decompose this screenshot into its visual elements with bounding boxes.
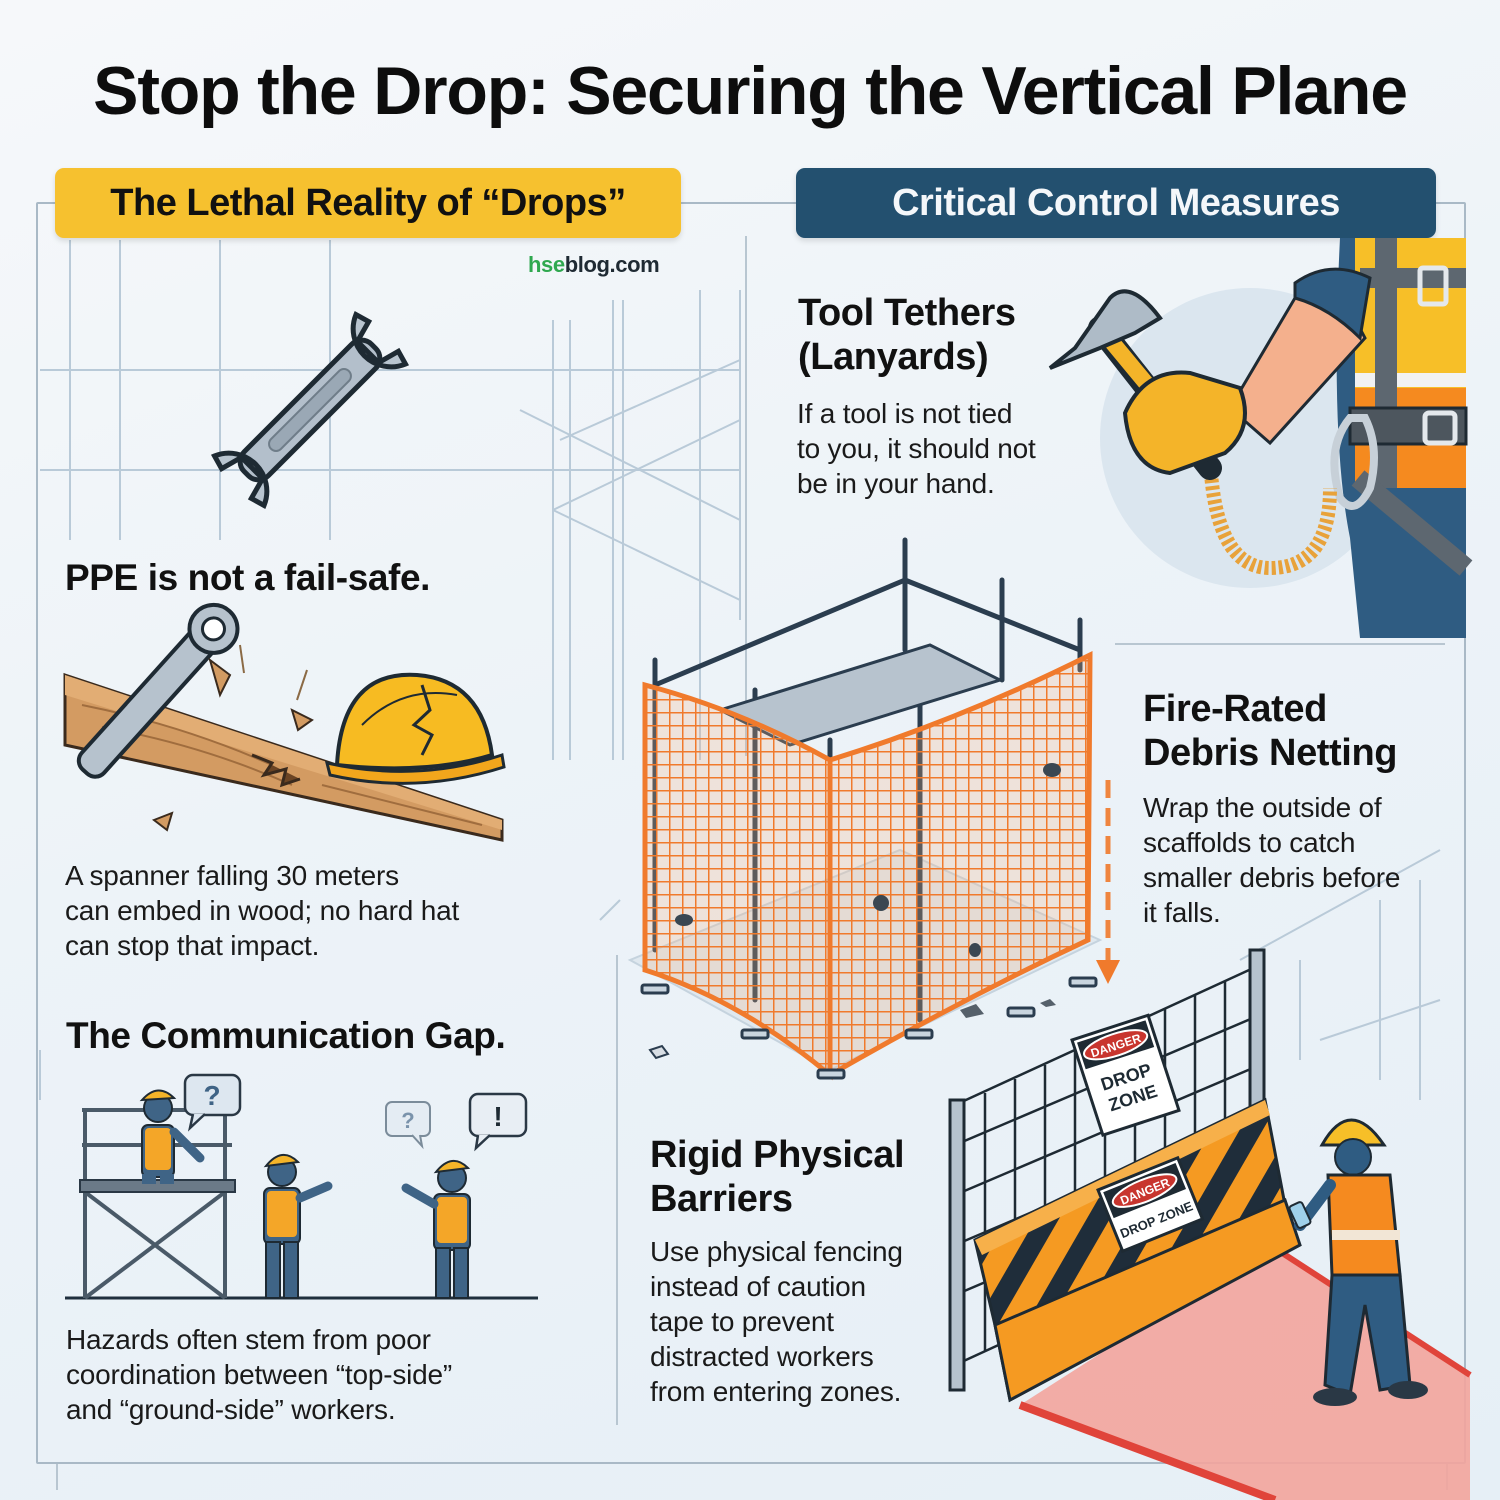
- body-line: from entering zones.: [650, 1376, 902, 1407]
- body-line: it falls.: [1143, 897, 1221, 928]
- spanner-in-wood-illustration: [63, 602, 506, 842]
- watermark-dark: blog.com: [564, 252, 660, 277]
- measure-title-debris-netting: Fire-Rated Debris Netting: [1143, 688, 1397, 775]
- distracted-worker: [1288, 1118, 1428, 1406]
- right-column-header: Critical Control Measures: [796, 168, 1436, 238]
- svg-text:?: ?: [203, 1080, 220, 1111]
- body-line: coordination between “top-side”: [66, 1359, 453, 1390]
- title-line: Tool Tethers: [798, 292, 1016, 334]
- body-line: distracted workers: [650, 1341, 874, 1372]
- watermark: hseblog.com: [528, 252, 660, 278]
- body-line: can stop that impact.: [65, 930, 320, 961]
- body-line: Use physical fencing: [650, 1236, 903, 1267]
- workers-communication-illustration: ? ? !: [65, 1073, 538, 1300]
- body-line: If a tool is not tied: [797, 398, 1013, 429]
- body-line: Wrap the outside of: [1143, 792, 1382, 823]
- wrench-icon: [210, 310, 410, 510]
- column-divider-lower: [616, 955, 618, 1425]
- title-line: Debris Netting: [1143, 731, 1398, 774]
- body-line: tape to prevent: [650, 1306, 834, 1337]
- page-title: Stop the Drop: Securing the Vertical Pla…: [93, 53, 1408, 129]
- left-column-header: The Lethal Reality of “Drops”: [55, 168, 681, 238]
- tethered-hammer-illustration: [1048, 238, 1473, 638]
- body-line: can embed in wood; no hard hat: [65, 895, 460, 926]
- measure-body-tool-tethers: If a tool is not tied to you, it should …: [797, 396, 1097, 501]
- body-line: A spanner falling 30 meters: [65, 860, 399, 891]
- measure-title-tool-tethers: Tool Tethers (Lanyards): [798, 292, 1016, 379]
- section-body-ppe: A spanner falling 30 meters can embed in…: [65, 858, 535, 963]
- body-line: Hazards often stem from poor: [66, 1324, 431, 1355]
- body-line: to you, it should not: [797, 433, 1036, 464]
- measure-body-debris-netting: Wrap the outside of scaffolds to catch s…: [1143, 790, 1443, 930]
- title-line: Fire-Rated: [1143, 688, 1327, 730]
- title-line: Barriers: [650, 1177, 793, 1220]
- body-line: instead of caution: [650, 1271, 866, 1302]
- body-line: scaffolds to catch: [1143, 827, 1356, 858]
- worker-ground-left: [263, 1154, 333, 1299]
- barrier-drop-zone-illustration: DANGER DROP ZONE DANGER DROP ZONE: [948, 948, 1472, 1500]
- body-line: and “ground-side” workers.: [66, 1394, 396, 1425]
- svg-text:!: !: [493, 1101, 502, 1132]
- body-line: be in your hand.: [797, 468, 995, 499]
- title-line: (Lanyards): [798, 335, 989, 378]
- body-line: smaller debris before: [1143, 862, 1401, 893]
- section-body-communication: Hazards often stem from poor coordinatio…: [66, 1322, 546, 1427]
- content-frame: [36, 202, 1466, 1464]
- section-title-communication: The Communication Gap.: [66, 1015, 506, 1056]
- svg-text:?: ?: [401, 1108, 414, 1133]
- watermark-green: hse: [528, 252, 565, 277]
- measure-body-physical-barriers: Use physical fencing instead of caution …: [650, 1234, 950, 1409]
- falling-arrow-icon: [1096, 780, 1120, 984]
- column-divider: [745, 236, 747, 756]
- title-line: Rigid Physical: [650, 1134, 905, 1176]
- row-divider: [1115, 643, 1445, 645]
- scaffold-netting-illustration: [627, 537, 1103, 1081]
- section-title-ppe: PPE is not a fail-safe.: [65, 557, 431, 598]
- worker-ground-right: [401, 1160, 471, 1299]
- measure-title-physical-barriers: Rigid Physical Barriers: [650, 1134, 905, 1221]
- worker-topside: [139, 1089, 205, 1184]
